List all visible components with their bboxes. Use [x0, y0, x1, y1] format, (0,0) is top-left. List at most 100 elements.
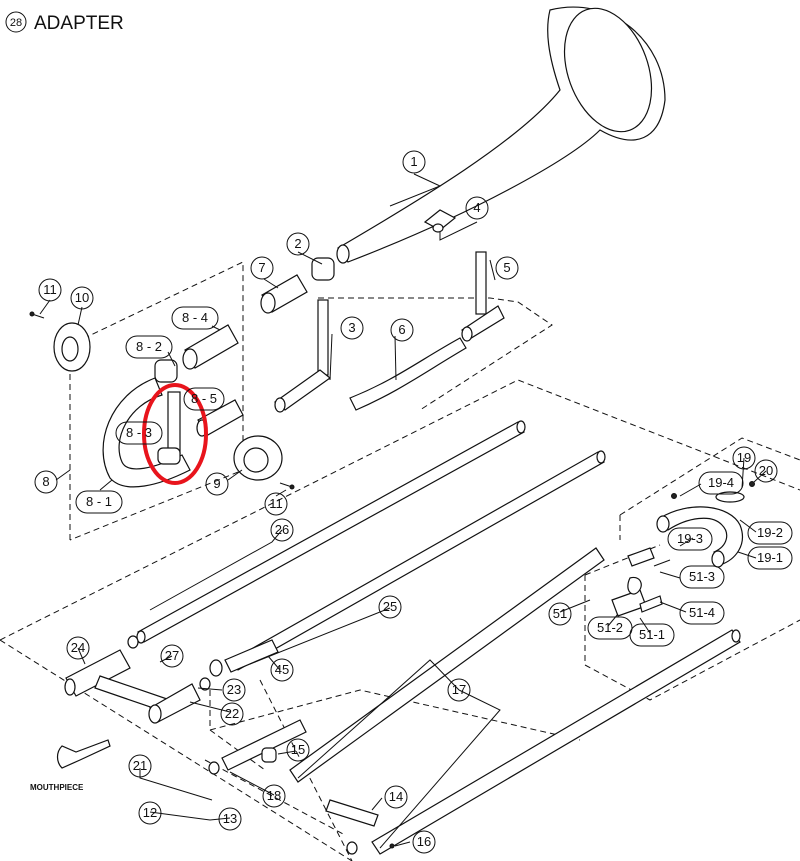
callout-3: 3: [340, 316, 364, 340]
callout-1: 1: [402, 150, 426, 174]
svg-text:19-2: 19-2: [757, 525, 783, 540]
callout-8-2: 8 - 2: [125, 335, 173, 359]
svg-text:13: 13: [223, 811, 237, 826]
svg-text:17: 17: [452, 682, 466, 697]
mouthpiece-label: MOUTHPIECE: [30, 783, 84, 792]
svg-text:11: 11: [43, 282, 57, 297]
callout-45: 45: [270, 658, 294, 682]
callout-9: 9: [205, 472, 229, 496]
svg-text:10: 10: [75, 290, 89, 305]
callout-8-1: 8 - 1: [75, 490, 123, 514]
callout-26: 26: [270, 518, 294, 542]
callout-8: 8: [34, 470, 58, 494]
callout-5: 5: [495, 256, 519, 280]
slide-ends: [56, 635, 395, 855]
svg-text:19-1: 19-1: [757, 550, 783, 565]
svg-text:27: 27: [165, 648, 179, 663]
svg-text:22: 22: [225, 706, 239, 721]
svg-text:20: 20: [759, 463, 773, 478]
svg-text:51: 51: [553, 606, 567, 621]
svg-text:2: 2: [294, 236, 301, 251]
svg-text:51-1: 51-1: [639, 627, 665, 642]
callout-20: 20: [754, 459, 778, 483]
diagram-title: 28 ADAPTER: [5, 11, 124, 34]
callout-11-b: 11: [264, 492, 288, 516]
svg-text:11: 11: [269, 496, 283, 511]
callout-27: 27: [160, 644, 184, 668]
svg-text:19: 19: [737, 450, 751, 465]
svg-text:8 - 1: 8 - 1: [86, 494, 112, 509]
callout-11-a: 11: [38, 278, 62, 302]
leader-lines: [39, 173, 767, 849]
svg-text:12: 12: [143, 805, 157, 820]
svg-text:5: 5: [503, 260, 510, 275]
callout-19: 19: [732, 446, 756, 470]
callout-4: 4: [465, 196, 489, 220]
callout-51-1: 51-1: [629, 623, 675, 647]
water-key-assembly: [611, 547, 671, 617]
svg-text:26: 26: [275, 522, 289, 537]
callout-22: 22: [220, 702, 244, 726]
callout-8-4: 8 - 4: [171, 306, 219, 330]
callout-25: 25: [378, 595, 402, 619]
slide-crook: [656, 481, 755, 568]
callout-6: 6: [390, 318, 414, 342]
title-number: 28: [10, 17, 22, 29]
slide-tubes: [136, 420, 741, 855]
callout-7: 7: [250, 256, 274, 280]
callout-2: 2: [286, 232, 310, 256]
title-text: ADAPTER: [34, 13, 124, 34]
callout-17: 17: [447, 678, 471, 702]
svg-text:19-4: 19-4: [708, 475, 734, 490]
svg-text:8 - 5: 8 - 5: [191, 391, 217, 406]
callout-51-4: 51-4: [679, 601, 725, 625]
callout-23: 23: [222, 678, 246, 702]
callout-19-1: 19-1: [747, 546, 793, 570]
svg-text:4: 4: [473, 200, 480, 215]
bell-part: [336, 6, 666, 264]
svg-text:8 - 2: 8 - 2: [136, 339, 162, 354]
callout-51-2: 51-2: [587, 616, 633, 640]
svg-text:8: 8: [42, 474, 49, 489]
callout-labels: 1 2 3 4 5 6 7 8 8 - 1 8 - 2 8 - 3 8 - 4 …: [34, 150, 793, 854]
svg-text:21: 21: [133, 758, 147, 773]
svg-text:45: 45: [275, 662, 289, 677]
svg-text:15: 15: [291, 742, 305, 757]
callout-51: 51: [548, 602, 572, 626]
svg-text:18: 18: [267, 788, 281, 803]
callout-19-4: 19-4: [698, 471, 744, 495]
svg-text:51-2: 51-2: [597, 620, 623, 635]
svg-text:25: 25: [383, 599, 397, 614]
callout-18: 18: [262, 784, 286, 808]
tuning-tubes: [260, 209, 505, 413]
svg-text:7: 7: [258, 260, 265, 275]
callout-8-3: 8 - 3: [115, 421, 163, 445]
svg-text:51-4: 51-4: [689, 605, 715, 620]
callout-19-3: 19-3: [667, 527, 713, 551]
svg-text:19-3: 19-3: [677, 531, 703, 546]
svg-text:6: 6: [398, 322, 405, 337]
svg-text:16: 16: [417, 834, 431, 849]
svg-text:8 - 4: 8 - 4: [182, 310, 208, 325]
callout-8-5: 8 - 5: [183, 387, 225, 411]
svg-text:9: 9: [213, 476, 220, 491]
callout-16: 16: [412, 830, 436, 854]
highlight-ring: [142, 383, 208, 485]
callout-13: 13: [218, 807, 242, 831]
callout-24: 24: [66, 636, 90, 660]
svg-text:14: 14: [389, 789, 403, 804]
callout-12: 12: [138, 801, 162, 825]
svg-text:8 - 3: 8 - 3: [126, 425, 152, 440]
callout-51-3: 51-3: [679, 565, 725, 589]
callout-21: 21: [128, 754, 152, 778]
callout-10: 10: [70, 286, 94, 310]
callout-15: 15: [286, 738, 310, 762]
callout-14: 14: [384, 785, 408, 809]
svg-text:3: 3: [348, 320, 355, 335]
adapter-assembly: [29, 311, 295, 490]
svg-text:51-3: 51-3: [689, 569, 715, 584]
svg-text:24: 24: [71, 640, 85, 655]
assembly-outlines: [0, 261, 800, 861]
callout-19-2: 19-2: [747, 521, 793, 545]
